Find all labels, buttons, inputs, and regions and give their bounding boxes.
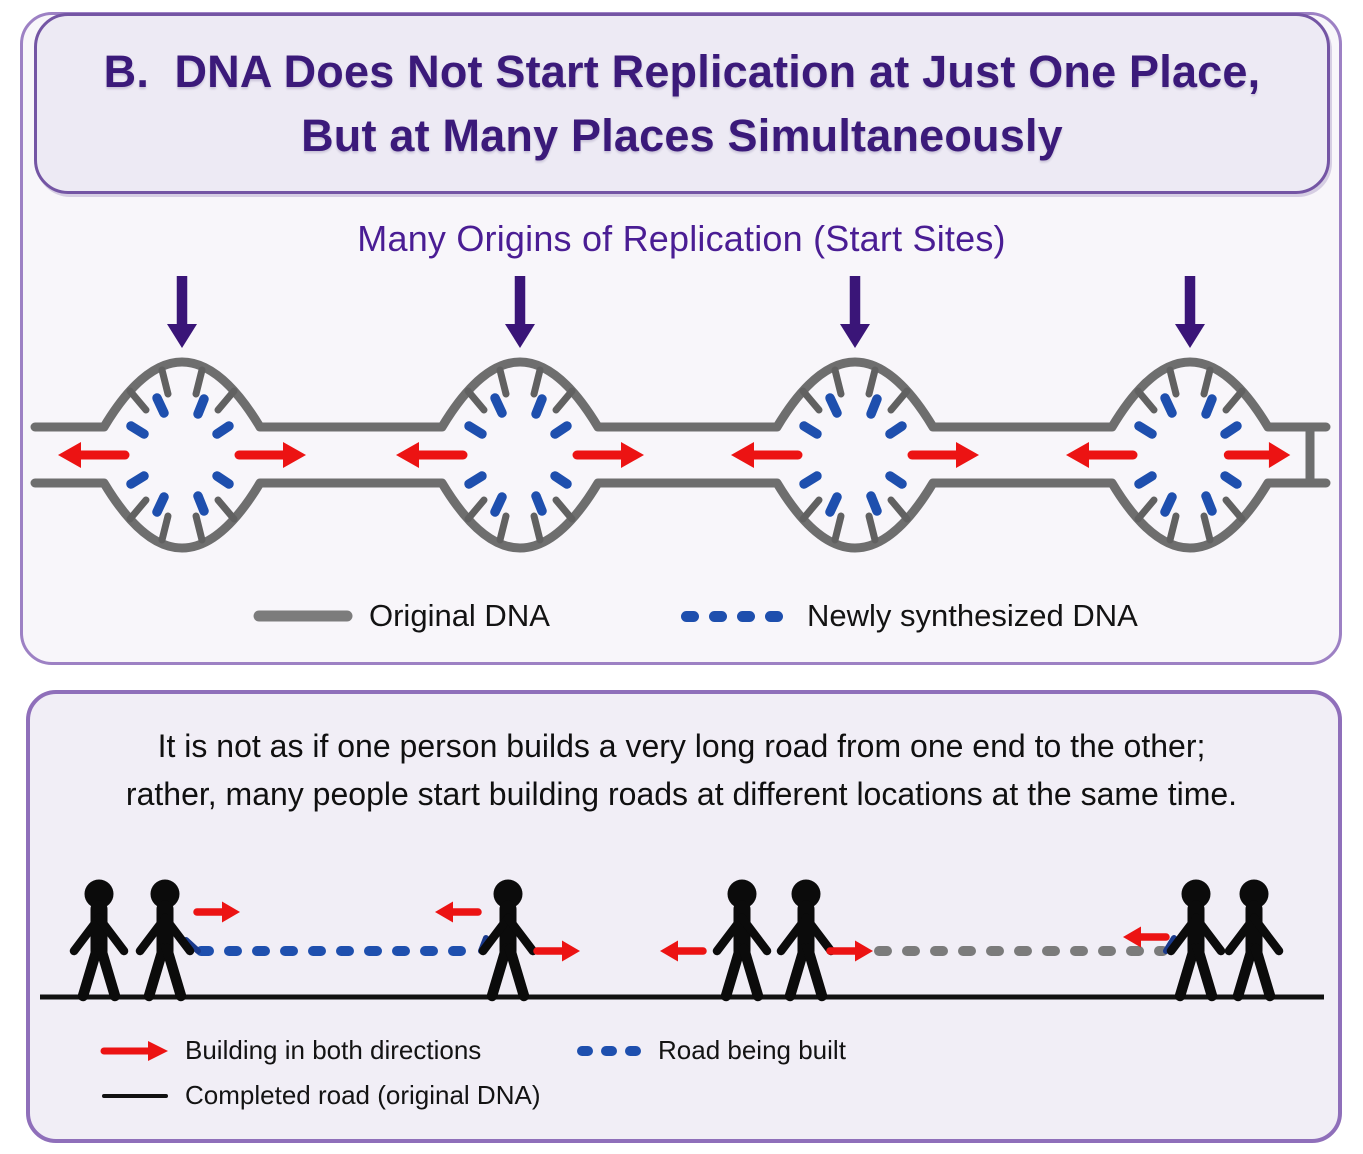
legend-label: Road being built	[658, 1035, 846, 1065]
origin-arrows	[167, 276, 1205, 348]
build-arrow-right-icon	[537, 941, 580, 962]
fork-arrow-left-icon	[1066, 442, 1133, 468]
analogy-caption: It is not as if one person builds a very…	[0, 722, 1363, 818]
fork-arrow-right-icon	[239, 442, 306, 468]
legend-item-original-dna: Original DNA	[253, 598, 550, 634]
title-box: B. DNA Does Not Start Replication at Jus…	[34, 13, 1330, 194]
origin-arrow-icon	[505, 276, 535, 348]
caption-line-1: It is not as if one person builds a very…	[157, 728, 1206, 764]
legend-label: Completed road (original DNA)	[185, 1080, 541, 1110]
build-arrow-right-icon	[197, 902, 240, 923]
person-icon	[1229, 880, 1279, 997]
fork-arrow-right-icon	[1228, 442, 1290, 468]
origin-arrow-icon	[840, 276, 870, 348]
original-dna-strands	[30, 357, 1331, 553]
top-panel: B. DNA Does Not Start Replication at Jus…	[20, 12, 1342, 665]
top-strand	[30, 357, 1331, 432]
legend-item-building-directions: Building in both directions	[100, 1035, 481, 1066]
subtitle: Many Origins of Replication (Start Sites…	[357, 218, 1006, 259]
bottom-strand	[30, 478, 1331, 553]
dna-replication-diagram	[30, 276, 1331, 553]
origin-arrow-icon	[1175, 276, 1205, 348]
caption-line-2: rather, many people start building roads…	[125, 776, 1238, 812]
replication-bubble	[803, 370, 907, 540]
road-builders	[74, 880, 1279, 997]
fork-arrow-left-icon	[396, 442, 463, 468]
red-arrow-icon	[100, 1040, 168, 1061]
fork-arrow-left-icon	[731, 442, 798, 468]
black-line-icon	[102, 1093, 168, 1098]
person-icon	[483, 880, 533, 997]
person-icon	[74, 880, 124, 997]
bottom-panel	[26, 690, 1342, 1143]
new-dna-dashes-icon	[681, 611, 783, 622]
fork-arrows	[58, 442, 1290, 468]
legend-item-road-being-built: Road being built	[575, 1035, 846, 1066]
legend-item-new-dna: Newly synthesized DNA	[679, 598, 1138, 634]
person-icon	[781, 880, 831, 997]
original-dna-line-icon	[253, 610, 353, 622]
build-arrow-left-icon	[660, 941, 703, 962]
build-arrow-left-icon	[1123, 927, 1166, 948]
fork-arrow-right-icon	[577, 442, 644, 468]
fork-arrow-left-icon	[58, 442, 125, 468]
fork-arrow-right-icon	[912, 442, 979, 468]
person-icon	[717, 880, 767, 997]
road-analogy-diagram	[40, 880, 1324, 998]
legend-label: Original DNA	[369, 598, 550, 633]
legend-label: Building in both directions	[185, 1035, 482, 1065]
blue-dashes-icon	[577, 1045, 641, 1056]
person-icon	[1171, 880, 1221, 997]
replication-bubble	[130, 370, 234, 540]
replication-bubble	[468, 370, 572, 540]
legend-label: Newly synthesized DNA	[807, 598, 1138, 633]
build-arrow-left-icon	[435, 902, 478, 923]
build-arrow-right-icon	[830, 941, 873, 962]
title-line-1: B. DNA Does Not Start Replication at Jus…	[103, 45, 1261, 97]
title-line-2: But at Many Places Simultaneously	[301, 109, 1063, 161]
origin-arrow-icon	[167, 276, 197, 348]
person-icon	[140, 880, 190, 997]
legend-item-completed-road: Completed road (original DNA)	[100, 1080, 540, 1111]
